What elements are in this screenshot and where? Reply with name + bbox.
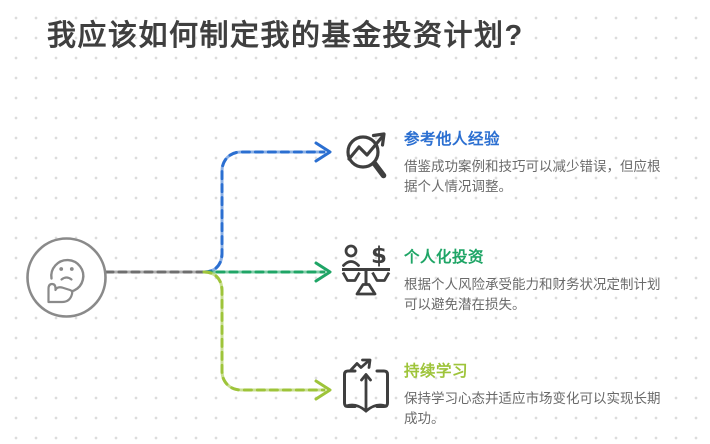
svg-text:$: $ (371, 243, 387, 269)
open-book-growth-icon (343, 358, 389, 413)
branch-title-reference-others: 参考他人经验 (404, 131, 501, 148)
branch-desc-reference-others: 借鉴成功案例和技巧可以减少错误，但应根据个人情况调整。 (404, 159, 661, 195)
branch-item-continuous-learning: 持续学习 保持学习心态并适应市场变化可以实现长期成功。 (404, 359, 669, 430)
page-title: 我应该如何制定我的基金投资计划? (47, 20, 524, 52)
branch-item-reference-others: 参考他人经验 借鉴成功案例和技巧可以减少错误，但应根据个人情况调整。 (404, 127, 669, 198)
branch-desc-personalized-investment: 根据个人风险承受能力和财务状况定制计划可以避免潜在损失。 (404, 277, 661, 313)
arrowhead-personalized-investment (314, 261, 332, 283)
face-eye-right (69, 267, 74, 271)
thinking-face-icon (26, 237, 107, 318)
branch-line-continuous-learning-dashes (202, 270, 326, 392)
balance-person-money-icon: $ (341, 243, 391, 296)
magnifier-trend-icon (346, 132, 387, 179)
branch-title-personalized-investment: 个人化投资 (404, 249, 485, 266)
face-hand (47, 282, 74, 304)
branch-desc-continuous-learning: 保持学习心态并适应市场变化可以实现长期成功。 (404, 391, 661, 427)
arrowhead-reference-others (314, 141, 332, 163)
face-eye-left (59, 267, 64, 271)
branch-line-reference-others-dashes (202, 150, 326, 274)
branch-title-continuous-learning: 持续学习 (404, 363, 469, 380)
arrowhead-continuous-learning (314, 379, 332, 401)
face-frown (60, 276, 73, 281)
branch-item-personalized-investment: 个人化投资 根据个人风险承受能力和财务状况定制计划可以避免潜在损失。 (404, 245, 669, 316)
